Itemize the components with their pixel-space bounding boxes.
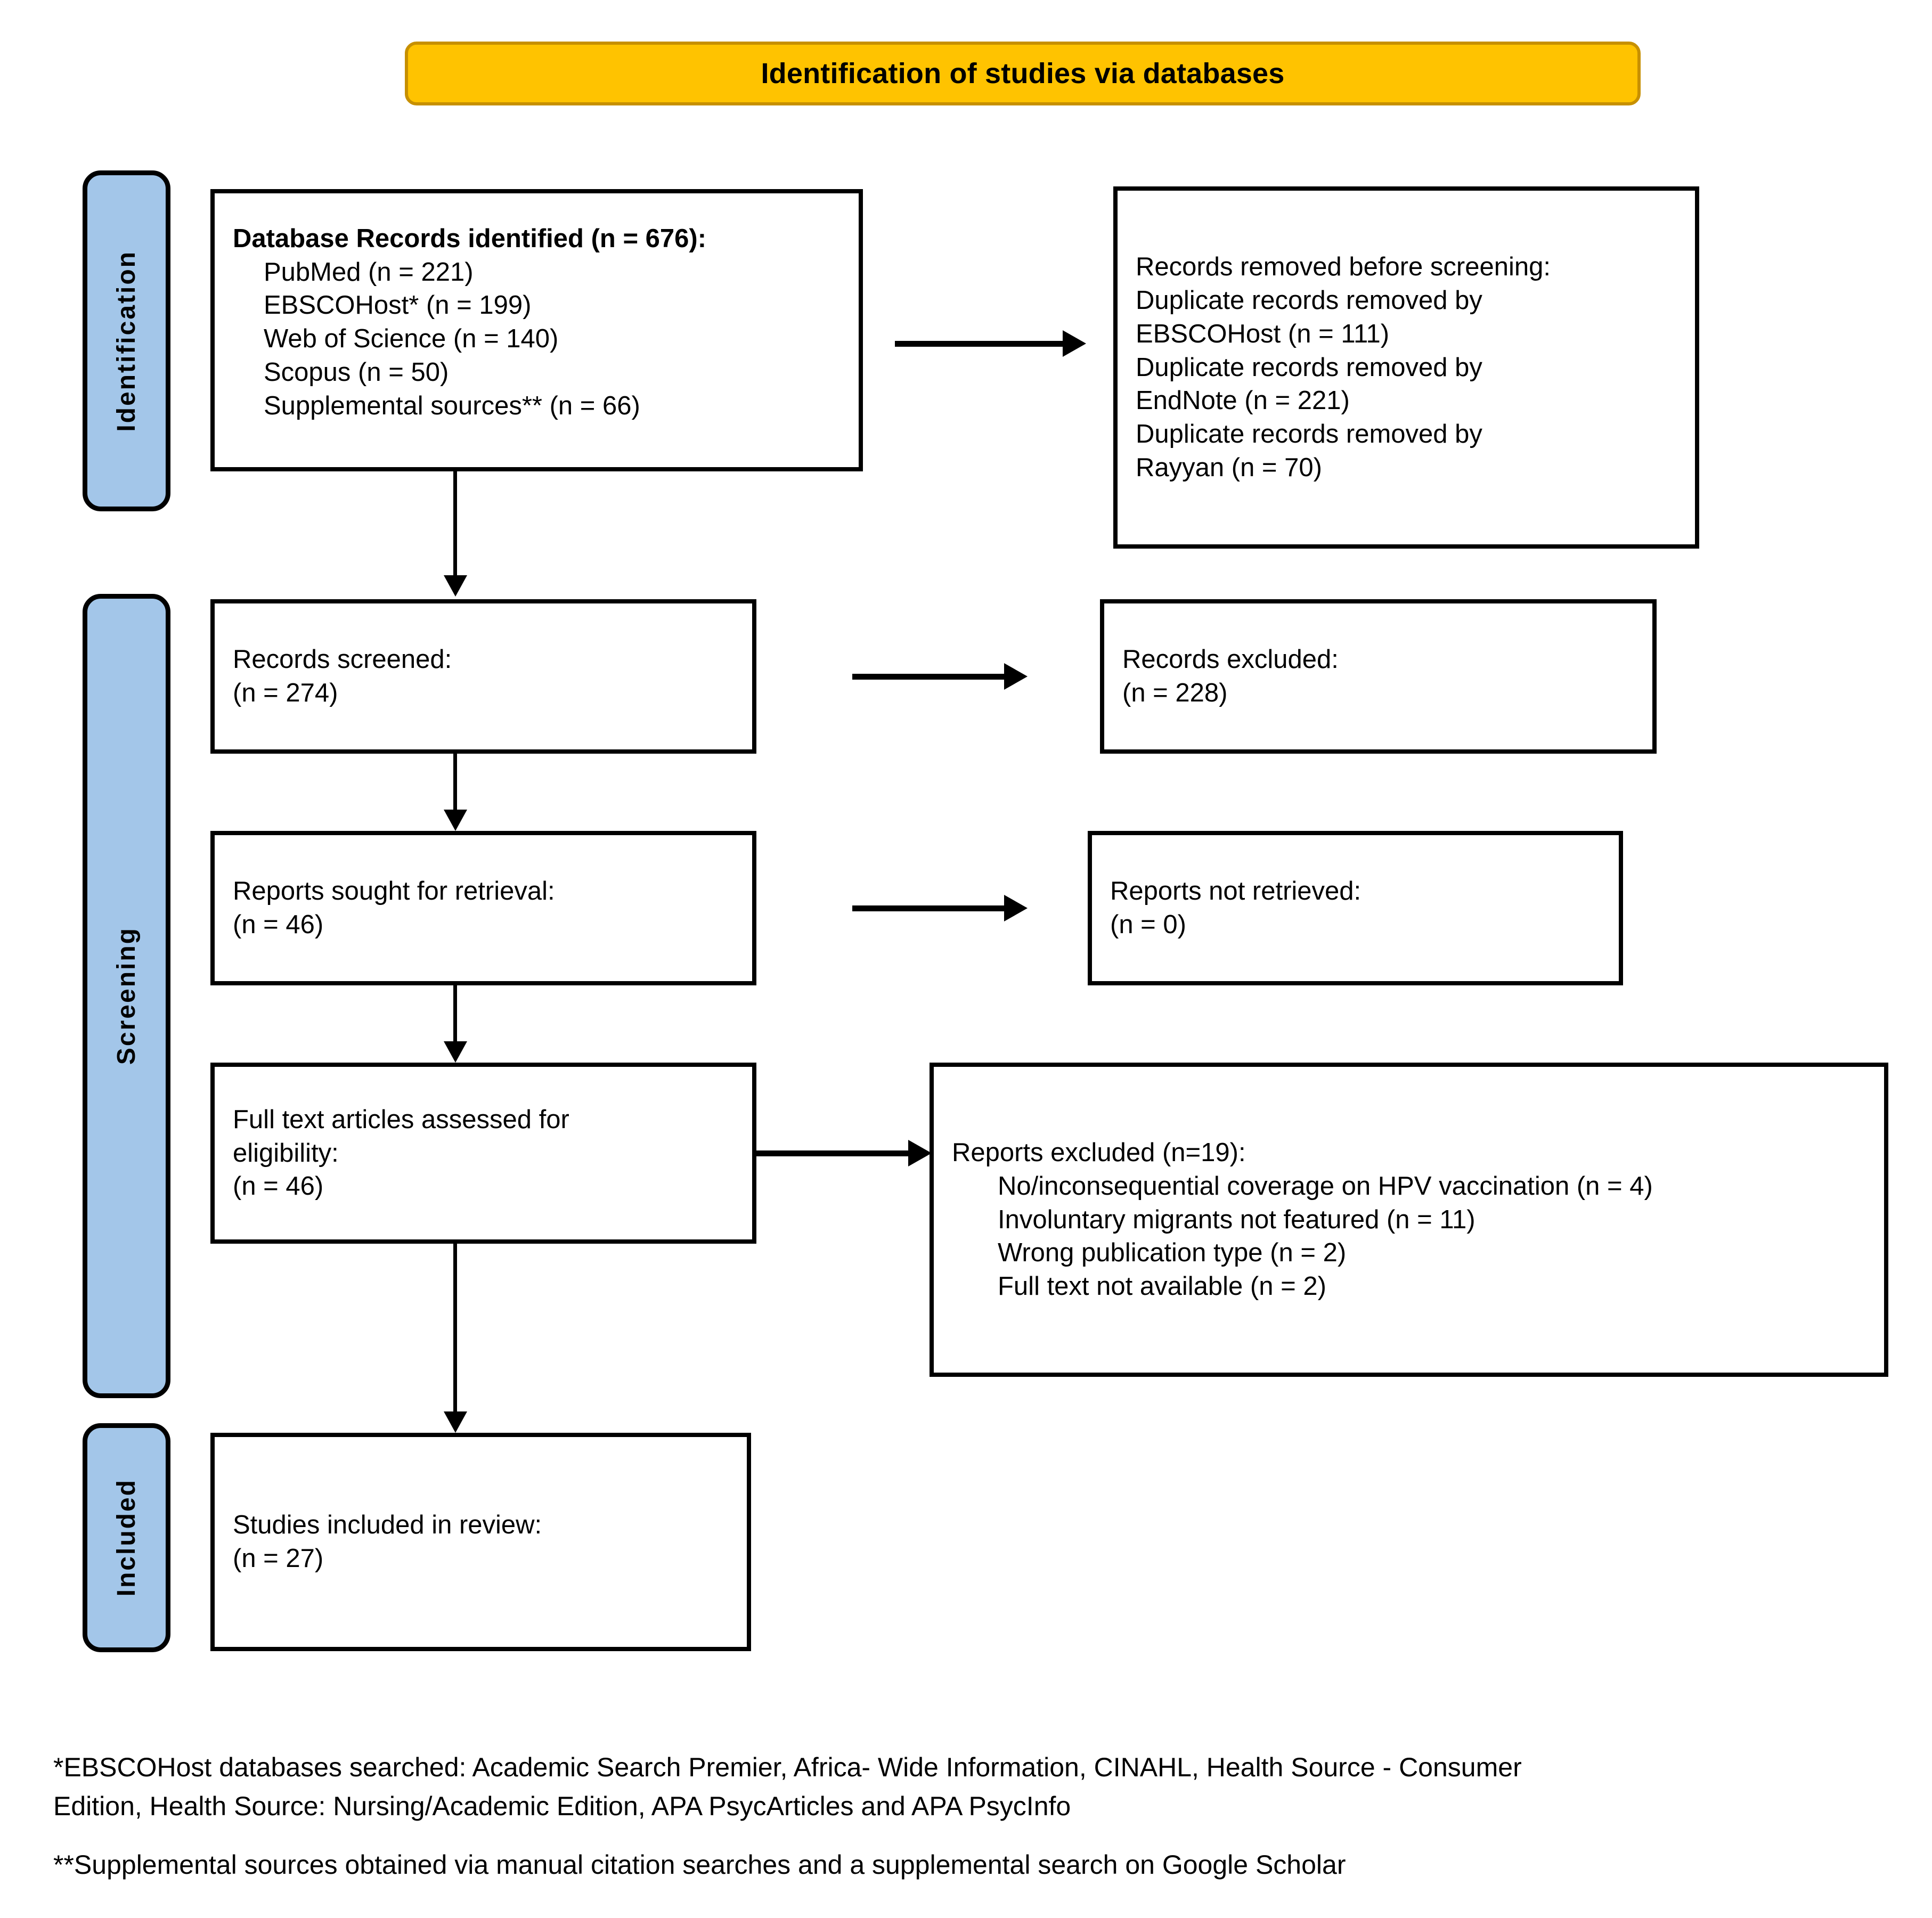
included-line-0: Studies included in review:: [233, 1511, 542, 1540]
banner-title: Identification of studies via databases: [761, 58, 1285, 89]
assessed-line-0: Full text articles assessed for: [233, 1105, 569, 1134]
arrow-identified-to-screened: [444, 575, 467, 597]
screened-line-0: Records screened:: [233, 645, 452, 674]
footnote-ebscohost-databases: *EBSCOHost databases searched: Academic …: [53, 1752, 1522, 1821]
reports-excluded-line-0: Reports excluded (n=19):: [952, 1138, 1246, 1168]
excluded-line-1: (n = 228): [1122, 679, 1228, 707]
identified-line-4: Scopus (n = 50): [264, 357, 449, 387]
stage-sidebar-identification: Identification: [83, 170, 170, 511]
arrow-assessed-to-included: [444, 1411, 467, 1433]
stage-label-identification: Identification: [112, 250, 141, 432]
arrow-assessed-to-reports-excluded: [908, 1140, 932, 1166]
arrow-sought-to-assessed: [444, 1041, 467, 1063]
footnote-supplemental-sources: **Supplemental sources obtained via manu…: [53, 1850, 1346, 1880]
connector-screened-to-excluded: [852, 674, 1007, 680]
included-line-1: (n = 27): [233, 1544, 324, 1573]
stage-label-included: Included: [112, 1479, 141, 1597]
arrow-screened-to-excluded: [1004, 663, 1028, 690]
connector-screened-to-sought: [453, 754, 457, 812]
connector-sought-to-not-retrieved: [852, 905, 1007, 911]
reports-excluded-line-1: No/inconsequential coverage on HPV vacci…: [998, 1171, 1653, 1201]
sought-line-1: (n = 46): [233, 910, 324, 939]
reports-excluded-line-4: Full text not available (n = 2): [998, 1272, 1326, 1301]
excluded-line-0: Records excluded:: [1122, 645, 1339, 674]
removed-line-0: Records removed before screening:: [1136, 252, 1551, 282]
reports-excluded-box: Reports excluded (n=19): No/inconsequent…: [930, 1063, 1888, 1377]
studies-included-in-review-box: Studies included in review: (n = 27): [210, 1433, 751, 1651]
removed-line-1: Duplicate records removed by: [1136, 286, 1482, 315]
removed-line-5: Duplicate records removed by: [1136, 420, 1482, 449]
sought-line-0: Reports sought for retrieval:: [233, 877, 555, 906]
screened-line-1: (n = 274): [233, 679, 338, 707]
database-records-identified-box: Database Records identified (n = 676): P…: [210, 189, 863, 471]
not-retrieved-line-0: Reports not retrieved:: [1110, 877, 1362, 906]
arrow-sought-to-not-retrieved: [1004, 895, 1028, 921]
connector-assessed-to-reports-excluded: [756, 1150, 911, 1156]
assessed-line-2: (n = 46): [233, 1172, 324, 1201]
not-retrieved-line-1: (n = 0): [1110, 910, 1186, 939]
records-removed-before-screening-box: Records removed before screening: Duplic…: [1113, 186, 1699, 549]
identification-banner: Identification of studies via databases: [405, 42, 1641, 105]
connector-sought-to-assessed: [453, 985, 457, 1044]
records-screened-box: Records screened: (n = 274): [210, 599, 756, 754]
reports-sought-for-retrieval-box: Reports sought for retrieval: (n = 46): [210, 831, 756, 985]
connector-assessed-to-included: [453, 1244, 457, 1414]
identified-line-3: Web of Science (n = 140): [264, 324, 559, 354]
connector-identified-to-removed: [895, 341, 1065, 347]
removed-line-6: Rayyan (n = 70): [1136, 453, 1322, 482]
removed-line-2: EBSCOHost (n = 111): [1136, 319, 1390, 348]
connector-identified-to-screened: [453, 471, 457, 578]
arrow-identified-to-removed: [1063, 330, 1086, 357]
stage-label-screening: Screening: [112, 927, 141, 1065]
assessed-line-1: eligibility:: [233, 1138, 339, 1168]
reports-not-retrieved-box: Reports not retrieved: (n = 0): [1088, 831, 1623, 985]
full-text-articles-assessed-box: Full text articles assessed for eligibil…: [210, 1063, 756, 1244]
reports-excluded-line-2: Involuntary migrants not featured (n = 1…: [998, 1205, 1476, 1234]
arrow-screened-to-sought: [444, 810, 467, 831]
removed-line-4: EndNote (n = 221): [1136, 386, 1350, 415]
identified-line-5: Supplemental sources** (n = 66): [264, 391, 640, 420]
stage-sidebar-included: Included: [83, 1423, 170, 1652]
records-excluded-box: Records excluded: (n = 228): [1100, 599, 1657, 754]
identified-line-0: Database Records identified (n = 676):: [233, 224, 707, 253]
reports-excluded-line-3: Wrong publication type (n = 2): [998, 1238, 1347, 1268]
identified-line-2: EBSCOHost* (n = 199): [264, 291, 532, 320]
stage-sidebar-screening: Screening: [83, 594, 170, 1398]
removed-line-3: Duplicate records removed by: [1136, 353, 1482, 382]
identified-line-1: PubMed (n = 221): [264, 257, 474, 287]
